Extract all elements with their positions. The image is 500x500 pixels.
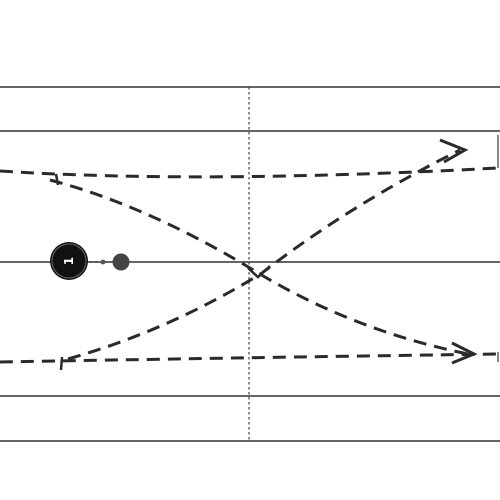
ball-icon bbox=[112, 253, 130, 271]
path-tick-bottom-left bbox=[59, 356, 64, 371]
pass-dot bbox=[100, 259, 106, 265]
path-bottom-to-top-diagonal bbox=[67, 148, 461, 361]
arrowhead-icon bbox=[451, 341, 478, 365]
crossing-kink-mark bbox=[247, 265, 271, 279]
player-marker-icon: 1 bbox=[50, 242, 88, 280]
path-top-to-bottom-diagonal bbox=[49, 178, 469, 356]
arrowhead-icon bbox=[439, 138, 469, 164]
path-tick-top-left bbox=[54, 173, 60, 186]
path-bottom-straight-run bbox=[0, 352, 499, 364]
player-label: 1 bbox=[62, 257, 76, 265]
